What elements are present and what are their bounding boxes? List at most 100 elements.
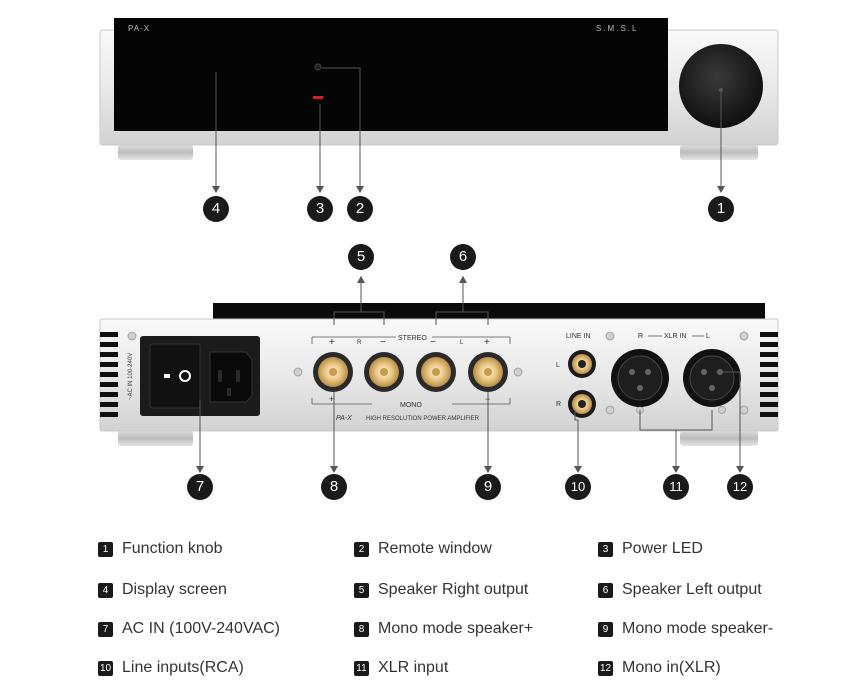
heatsink-left — [100, 332, 118, 417]
heatsink-right — [760, 332, 778, 417]
legend-item: 7 AC IN (100V-240VAC) — [98, 618, 280, 640]
legend-item: 10 Line inputs(RCA) — [98, 657, 244, 679]
legend-item: 9 Mono mode speaker- — [598, 618, 773, 640]
front-model-logo: PA-X — [128, 24, 150, 33]
rca-l-label: L — [556, 362, 560, 369]
line-in-label: LINE IN — [566, 333, 591, 340]
speaker-left-plus-terminal[interactable] — [468, 352, 508, 392]
legend-label: Line inputs(RCA) — [122, 659, 244, 676]
legend-number: 10 — [98, 660, 113, 676]
legend-item: 1 Function knob — [98, 538, 223, 560]
rca-r-label: R — [556, 401, 561, 408]
callout-7: 7 — [187, 474, 213, 500]
callout-3: 3 — [307, 196, 333, 222]
callout-10: 10 — [565, 474, 591, 500]
legend-label: AC IN (100V-240VAC) — [122, 620, 280, 637]
speaker-right-minus-terminal[interactable] — [364, 352, 404, 392]
legend-label: Remote window — [378, 540, 492, 557]
callout-2: 2 — [347, 196, 373, 222]
legend-item: 4 Display screen — [98, 579, 227, 601]
legend-item: 6 Speaker Left output — [598, 579, 762, 601]
xlr-r-label: R — [638, 333, 643, 340]
display-screen — [114, 18, 668, 131]
legend-label: Function knob — [122, 540, 223, 557]
legend-number: 1 — [98, 541, 113, 557]
function-knob[interactable] — [679, 44, 763, 128]
legend-item: 11 XLR input — [354, 657, 448, 679]
minus-r: − — [380, 337, 386, 348]
legend-number: 6 — [598, 582, 613, 598]
legend-item: 8 Mono mode speaker+ — [354, 618, 533, 640]
stereo-bracket — [311, 336, 511, 405]
rca-right-input[interactable] — [568, 390, 596, 418]
rear-leader-lines — [199, 276, 741, 472]
callout-6: 6 — [450, 244, 476, 270]
l-small: L — [460, 340, 464, 346]
product-line-label: HIGH RESOLUTION POWER AMPLIFIER — [366, 416, 480, 422]
front-arrowheads — [212, 88, 725, 193]
front-brand-logo: S.M.S.L — [596, 24, 638, 33]
plus-r: + — [329, 337, 335, 348]
rear-top-cover — [213, 303, 765, 321]
legend-number: 12 — [598, 660, 613, 676]
speaker-right-plus-terminal[interactable] — [313, 352, 353, 392]
callout-4: 4 — [203, 196, 229, 222]
ac-in[interactable] — [140, 336, 260, 416]
legend-label: Mono in(XLR) — [622, 659, 721, 676]
legend-number: 4 — [98, 582, 113, 598]
front-foot-right — [680, 145, 758, 160]
callout-12: 12 — [727, 474, 753, 500]
r-small: R — [357, 340, 362, 346]
legend-number: 3 — [598, 541, 613, 557]
xlr-right-input[interactable] — [611, 349, 669, 407]
minus-l: − — [430, 337, 436, 348]
legend-item: 5 Speaker Right output — [354, 579, 528, 601]
legend-label: XLR input — [378, 659, 449, 676]
callout-9: 9 — [475, 474, 501, 500]
switch-off-mark — [179, 370, 191, 382]
mono-plus: + — [329, 394, 334, 404]
xlr-l-label: L — [706, 333, 710, 340]
legend-number: 7 — [98, 621, 113, 637]
plus-l: + — [484, 337, 490, 348]
rear-arrowheads — [196, 276, 744, 473]
legend-number: 8 — [354, 621, 369, 637]
speaker-left-minus-terminal[interactable] — [416, 352, 456, 392]
switch-on-mark — [164, 374, 170, 378]
front-leader-lines — [215, 67, 722, 192]
legend-label: Power LED — [622, 540, 703, 557]
rca-left-input[interactable] — [568, 350, 596, 378]
callout-11: 11 — [663, 474, 689, 500]
front-foot-left — [118, 145, 193, 160]
legend-label: Speaker Right output — [378, 581, 529, 598]
legend-number: 2 — [354, 541, 369, 557]
legend-number: 5 — [354, 582, 369, 598]
callout-1: 1 — [708, 196, 734, 222]
iec-socket — [209, 351, 253, 403]
legend: 1 Function knob 2 Remote window 3 Power … — [0, 530, 854, 696]
rear-model-logo: PA-X — [336, 415, 352, 422]
legend-label: Display screen — [122, 581, 227, 598]
callout-8: 8 — [321, 474, 347, 500]
legend-label: Speaker Left output — [622, 581, 762, 598]
xlr-left-input[interactable] — [683, 349, 741, 407]
legend-label: Mono mode speaker+ — [378, 620, 534, 637]
mono-label: MONO — [400, 402, 422, 409]
legend-item: 2 Remote window — [354, 538, 492, 560]
screws — [127, 331, 749, 415]
legend-label: Mono mode speaker- — [622, 620, 774, 637]
ac-label: ~AC IN 100-240V — [128, 353, 134, 400]
power-led — [313, 96, 323, 99]
remote-window — [314, 63, 322, 71]
rear-panel-view: ~AC IN 100-240V STEREO MONO HIGH RESOLUT… — [99, 303, 779, 446]
callout-5: 5 — [348, 244, 374, 270]
xlr-in-label: XLR IN — [664, 333, 687, 340]
stereo-label: STEREO — [398, 335, 427, 342]
front-panel-view: PA-X S.M.S.L — [99, 18, 779, 160]
legend-number: 9 — [598, 621, 613, 637]
power-switch[interactable] — [149, 343, 201, 409]
legend-item: 12 Mono in(XLR) — [598, 657, 721, 679]
legend-number: 11 — [354, 660, 369, 676]
rear-foot-left — [118, 431, 193, 446]
rear-foot-right — [680, 431, 758, 446]
